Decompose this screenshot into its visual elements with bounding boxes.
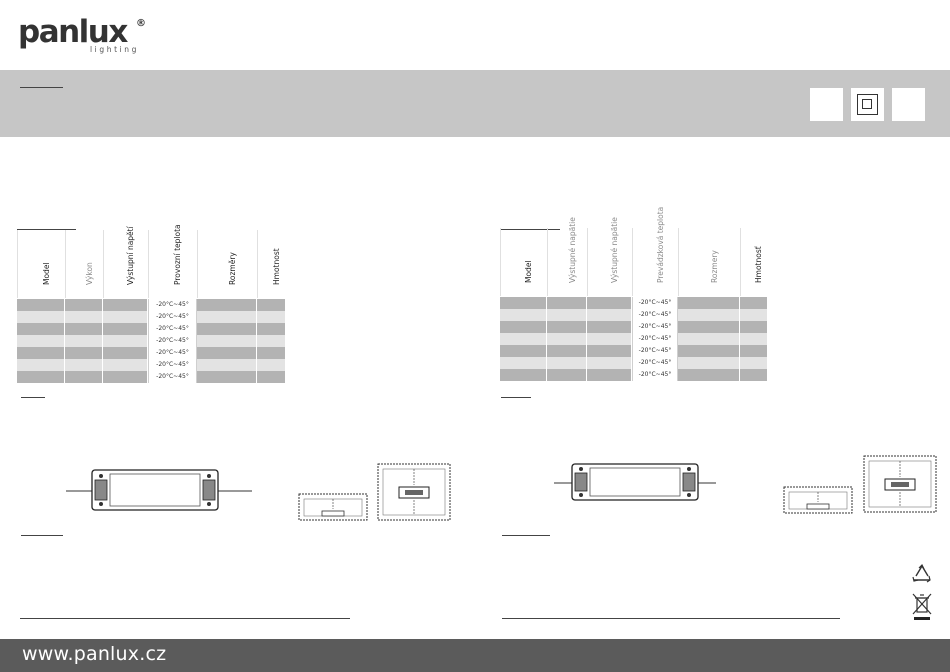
brand-logo: panlux ® lighting xyxy=(18,14,158,54)
temp-cell: -20°C~45° xyxy=(632,357,678,369)
temp-cell: -20°C~45° xyxy=(148,323,197,335)
installation-wall-icon xyxy=(783,486,853,514)
footer-bar: www.panlux.cz xyxy=(0,639,950,672)
header-band xyxy=(0,70,950,137)
left-drawing-title-line xyxy=(21,397,45,398)
table-row: -20°C~45° xyxy=(500,369,767,381)
class-ii-double-insulation-icon xyxy=(851,88,884,121)
right-drawing-title-line xyxy=(501,397,531,398)
temp-cell: -20°C~45° xyxy=(632,333,678,345)
right-spec-table: Model Výstupné napätie Výstupné napätie … xyxy=(500,207,767,382)
installation-wall-icon xyxy=(298,493,368,521)
col-header-operating-temp: Provozní teplota xyxy=(148,224,197,298)
temp-cell: -20°C~45° xyxy=(148,359,197,371)
installation-ceiling-icon xyxy=(377,463,451,521)
left-table-title-line xyxy=(17,229,76,230)
temp-cell: -20°C~45° xyxy=(148,299,197,311)
table-row: -20°C~45° xyxy=(500,309,767,321)
led-driver-drawing-icon xyxy=(554,463,716,501)
left-notes-title-line xyxy=(21,535,63,536)
temp-cell: -20°C~45° xyxy=(632,369,678,381)
table-row: -20°C~45° xyxy=(17,371,285,383)
recycle-icon xyxy=(912,564,931,583)
temp-cell: -20°C~45° xyxy=(632,309,678,321)
website-link[interactable]: www.panlux.cz xyxy=(22,643,167,665)
weee-crossed-bin-icon xyxy=(912,593,932,620)
col-header-output-voltage: Výstupné napätie xyxy=(547,217,587,296)
registered-mark: ® xyxy=(136,18,146,29)
col-header-dimensions: Rozmery xyxy=(678,228,740,296)
temp-cell: -20°C~45° xyxy=(148,371,197,383)
table-row: -20°C~45° xyxy=(500,321,767,333)
table-row: -20°C~45° xyxy=(500,333,767,345)
temp-cell: -20°C~45° xyxy=(632,321,678,333)
left-bottom-rule xyxy=(20,618,350,619)
temp-cell: -20°C~45° xyxy=(632,345,678,357)
col-header-power: Výkon xyxy=(65,230,103,298)
right-bottom-rule xyxy=(502,618,840,619)
col-header-output-voltage: Výstupní napětí xyxy=(103,226,148,298)
installation-ceiling-icon xyxy=(863,455,937,513)
table-row: -20°C~45° xyxy=(17,299,285,311)
temp-cell: -20°C~45° xyxy=(148,311,197,323)
brand-name: panlux xyxy=(18,14,128,50)
col-header-dimensions: Rozměry xyxy=(197,230,257,298)
blank-mark-icon xyxy=(892,88,925,121)
col-header-weight: Hmotnosť xyxy=(740,228,767,296)
led-driver-drawing-icon xyxy=(66,469,252,511)
table-row: -20°C~45° xyxy=(17,347,285,359)
col-header-weight: Hmotnost xyxy=(257,230,285,298)
col-header-output-voltage-2: Výstupné napätie xyxy=(587,217,632,296)
left-spec-table: Model Výkon Výstupní napětí Provozní tep… xyxy=(17,224,285,384)
table-row: -20°C~45° xyxy=(17,323,285,335)
col-header-model: Model xyxy=(500,228,547,296)
table-row: -20°C~45° xyxy=(500,357,767,369)
blank-mark-icon xyxy=(810,88,843,121)
table-row: -20°C~45° xyxy=(17,359,285,371)
right-table-title-line xyxy=(500,229,560,230)
col-header-operating-temp: Prevádzková teplota xyxy=(632,207,678,296)
temp-cell: -20°C~45° xyxy=(632,297,678,309)
brand-tagline: lighting xyxy=(90,45,140,54)
table-row: -20°C~45° xyxy=(500,345,767,357)
table-row: -20°C~45° xyxy=(17,311,285,323)
temp-cell: -20°C~45° xyxy=(148,335,197,347)
right-notes-title-line xyxy=(502,535,550,536)
table-row: -20°C~45° xyxy=(500,297,767,309)
header-underline xyxy=(20,87,63,88)
temp-cell: -20°C~45° xyxy=(148,347,197,359)
col-header-model: Model xyxy=(17,230,65,298)
table-row: -20°C~45° xyxy=(17,335,285,347)
